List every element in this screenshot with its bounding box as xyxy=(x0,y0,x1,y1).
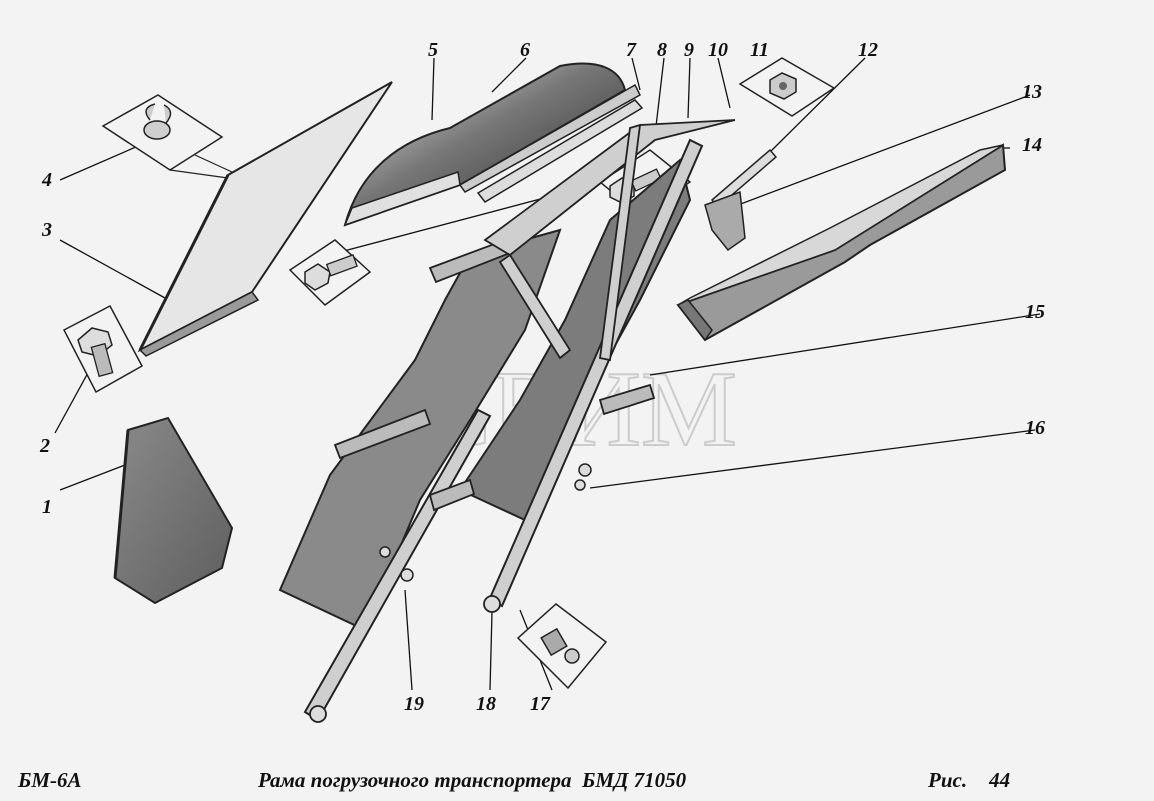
callout-4: 4 xyxy=(42,169,52,191)
part-14-chute xyxy=(676,143,1007,342)
part-13-bracket xyxy=(704,190,746,252)
callout-15: 15 xyxy=(1025,301,1045,323)
model-label: БМ-6А xyxy=(18,768,82,792)
callout-17: 17 xyxy=(530,693,550,715)
callout-8: 8 xyxy=(657,39,667,61)
part-1-side-panel xyxy=(113,416,234,605)
callout-19: 19 xyxy=(404,693,424,715)
figure-label: Рис. xyxy=(928,768,968,792)
callout-5: 5 xyxy=(428,39,438,61)
callout-1: 1 xyxy=(42,496,52,518)
figure-number-value: 44 xyxy=(989,768,1011,792)
callout-16: 16 xyxy=(1025,417,1045,439)
main-frame xyxy=(278,119,736,723)
figure-number: Рис. 44 xyxy=(928,768,1010,793)
callout-10: 10 xyxy=(708,39,728,61)
part-11-nut-detail xyxy=(738,57,836,117)
part-17-nipple-detail xyxy=(516,603,608,690)
callout-18: 18 xyxy=(476,693,496,715)
part-3-cover-plate xyxy=(137,81,393,357)
part-5-bolt-detail xyxy=(288,239,372,306)
part-2-bolt-detail xyxy=(62,304,144,394)
callout-6: 6 xyxy=(520,39,530,61)
callout-11: 11 xyxy=(750,39,769,61)
callout-12: 12 xyxy=(858,39,878,61)
callout-3: 3 xyxy=(42,219,52,241)
part-7-strip xyxy=(476,99,644,203)
callout-7: 7 xyxy=(626,39,636,61)
figure-title: Рама погрузочного транспортера БМД 71050 xyxy=(258,768,687,792)
callout-14: 14 xyxy=(1022,134,1042,156)
callout-13: 13 xyxy=(1022,81,1042,103)
callout-9: 9 xyxy=(684,39,694,61)
part-6-curved-hood xyxy=(343,62,641,227)
callout-2: 2 xyxy=(40,435,50,457)
part-4-wing-nut-detail xyxy=(101,94,233,179)
